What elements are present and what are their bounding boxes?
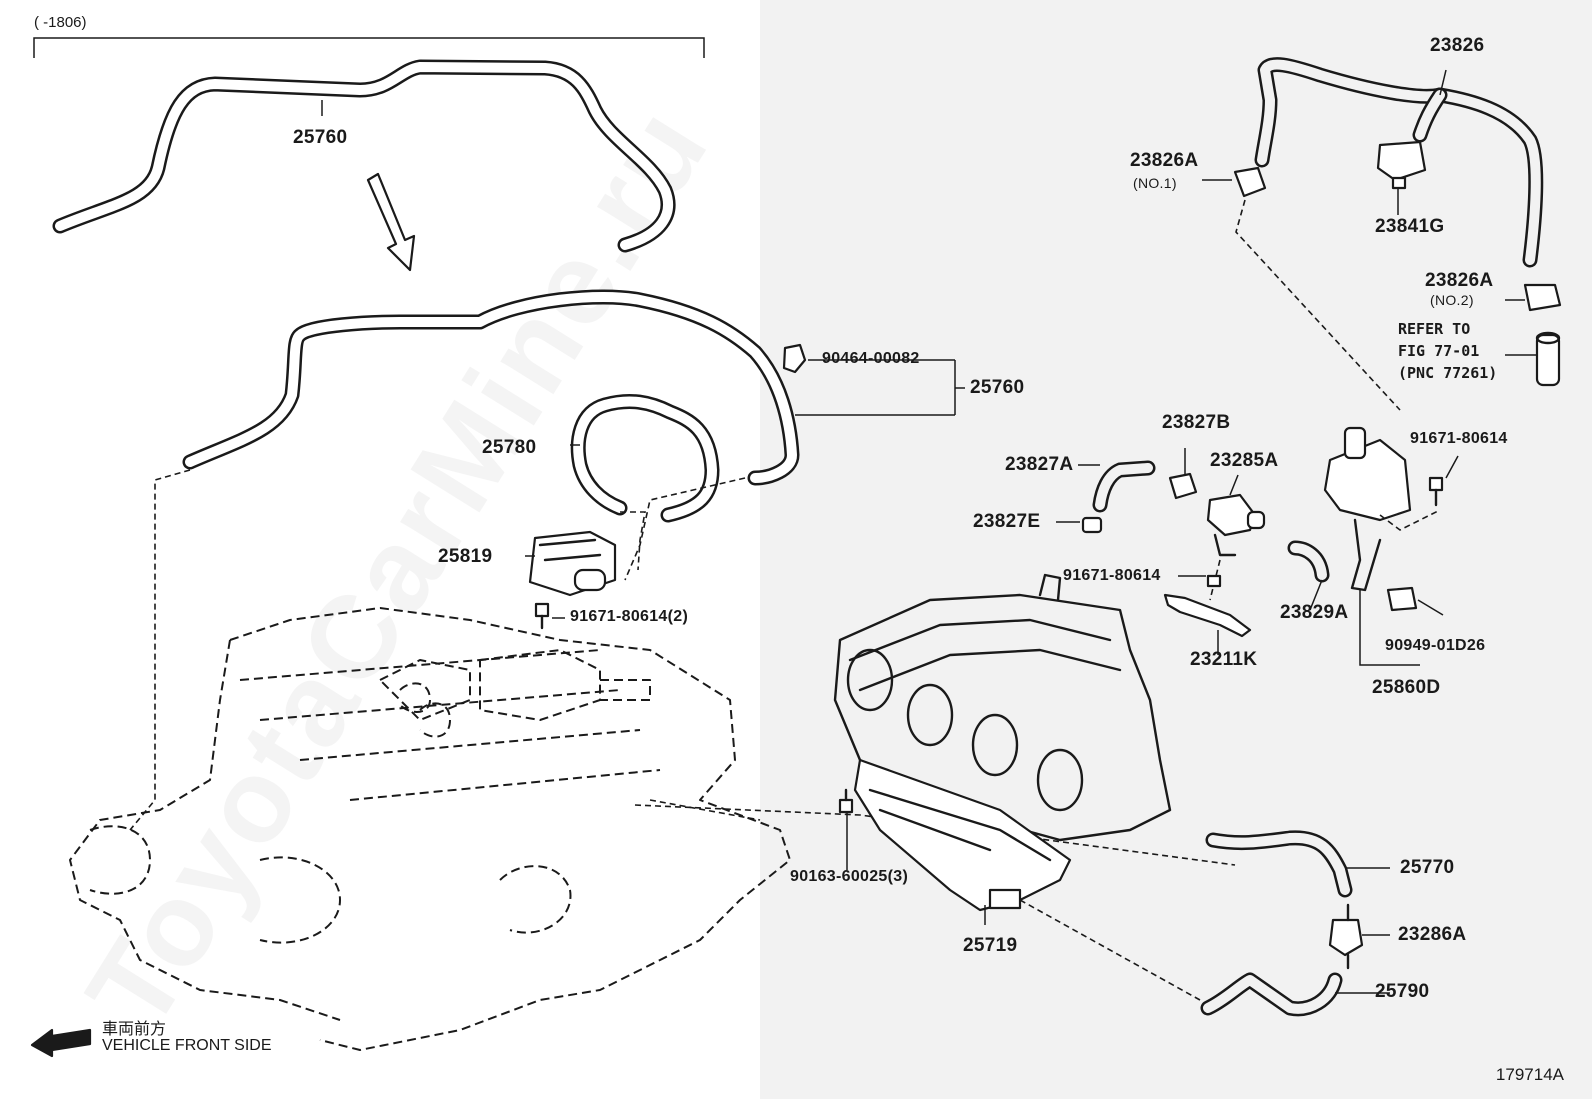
hose-23829A bbox=[1287, 540, 1330, 583]
hose-23827A bbox=[1092, 460, 1156, 513]
bolt-90163 bbox=[838, 788, 854, 814]
label-25780: 25780 bbox=[482, 437, 537, 458]
bolt-91671-left bbox=[534, 602, 550, 630]
clamp-23827B bbox=[1168, 472, 1198, 500]
label-25760-old: 25760 bbox=[293, 127, 348, 148]
label-25770: 25770 bbox=[1400, 857, 1455, 878]
label-23827E: 23827E bbox=[973, 511, 1041, 532]
front-side-en: VEHICLE FRONT SIDE bbox=[102, 1037, 272, 1054]
clip-23826A-no1 bbox=[1233, 166, 1267, 198]
label-23827A: 23827A bbox=[1005, 454, 1074, 475]
label-25719: 25719 bbox=[963, 935, 1018, 956]
label-23286A: 23286A bbox=[1398, 924, 1467, 945]
label-91671-80614-right: 91671-80614 bbox=[1410, 430, 1508, 447]
hose-25760-old bbox=[52, 59, 676, 253]
bolt-91671-middle bbox=[1206, 574, 1222, 588]
hose-25790 bbox=[1200, 972, 1343, 1017]
bracket-25719 bbox=[853, 758, 1072, 912]
refer-pipe bbox=[1535, 331, 1561, 387]
valve-23286A bbox=[1328, 903, 1364, 970]
hose-25760 bbox=[182, 289, 800, 486]
label-23285A: 23285A bbox=[1210, 450, 1279, 471]
label-23827B: 23827B bbox=[1162, 412, 1231, 433]
hose-25770 bbox=[1205, 830, 1353, 898]
fitting-23827E bbox=[1081, 516, 1103, 534]
label-25790: 25790 bbox=[1375, 981, 1430, 1002]
bolt-91671-right bbox=[1428, 476, 1444, 507]
hose-25780 bbox=[570, 393, 720, 523]
right-shaded-panel bbox=[760, 0, 1592, 1099]
label-23826: 23826 bbox=[1430, 35, 1485, 56]
label-23826A-no2: 23826A bbox=[1425, 270, 1494, 291]
front-arrow-icon bbox=[30, 1028, 92, 1058]
label-23826A-no2-sub: (NO.2) bbox=[1430, 292, 1474, 308]
figure-number: 179714A bbox=[1495, 1065, 1564, 1084]
connector-90949 bbox=[1386, 586, 1418, 612]
range-note: ( -1806) bbox=[34, 14, 87, 31]
label-90163-60025-3: 90163-60025(3) bbox=[790, 868, 909, 885]
valve-23285A bbox=[1206, 493, 1266, 557]
label-25819: 25819 bbox=[438, 546, 493, 567]
label-23841G: 23841G bbox=[1375, 216, 1445, 237]
range-bracket bbox=[33, 37, 705, 58]
vsv-25819 bbox=[528, 530, 617, 597]
valve-23841G bbox=[1376, 140, 1427, 190]
label-91671-80614-middle: 91671-80614 bbox=[1063, 567, 1161, 584]
label-91671-80614-2: 91671-80614(2) bbox=[570, 608, 689, 625]
label-23829A: 23829A bbox=[1280, 602, 1349, 623]
hose-23826 bbox=[1254, 57, 1544, 268]
label-23211K: 23211K bbox=[1190, 649, 1258, 670]
intake-manifold bbox=[833, 573, 1172, 842]
clip-23826A-no2 bbox=[1523, 283, 1562, 312]
label-25760: 25760 bbox=[970, 377, 1025, 398]
clip-90464 bbox=[782, 343, 807, 374]
label-25860D: 25860D bbox=[1372, 677, 1441, 698]
label-90949-01D26: 90949-01D26 bbox=[1385, 637, 1486, 654]
valve-25860D bbox=[1323, 426, 1412, 592]
down-arrow-icon bbox=[366, 172, 416, 272]
engine-block-outline bbox=[69, 607, 791, 1051]
label-23826A-no1: 23826A bbox=[1130, 150, 1199, 171]
label-23826A-no1-sub: (NO.1) bbox=[1133, 175, 1177, 191]
bracket-23211K bbox=[1163, 593, 1252, 638]
front-side-jp: 車両前方 bbox=[102, 1021, 167, 1038]
leader-lines bbox=[321, 69, 1537, 994]
refer-note: REFER TO FIG 77-01 (PNC 77261) bbox=[1398, 320, 1498, 382]
label-90464-00082: 90464-00082 bbox=[822, 350, 920, 367]
